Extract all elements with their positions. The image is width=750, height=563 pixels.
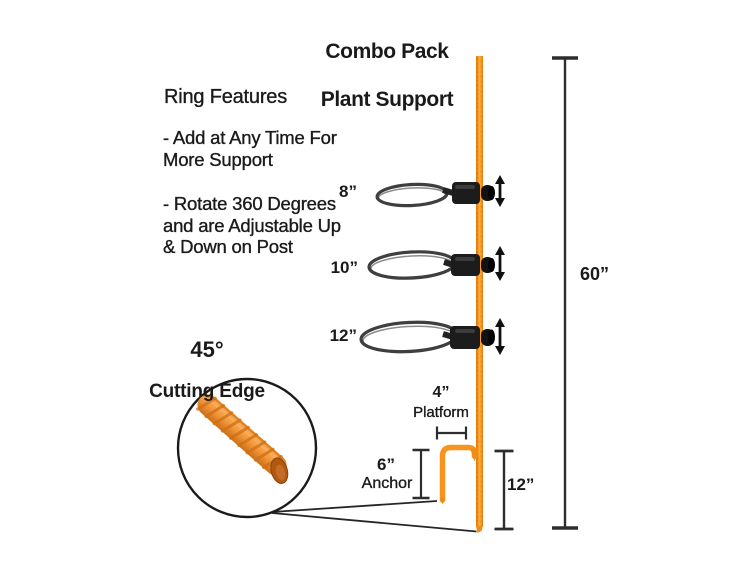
ring-clamp	[442, 326, 495, 349]
ring-features-bullet-2: - Rotate 360 Degrees and are Adjustable …	[163, 193, 341, 257]
ring-size-label-10: 10”	[330, 258, 358, 277]
platform-size-label: 4”	[432, 384, 450, 401]
ring-features-heading: Ring Features	[164, 86, 288, 108]
measure-6in	[412, 448, 430, 500]
ring-10	[367, 250, 457, 280]
measure-4in	[435, 426, 468, 440]
cutting-edge-label: Cutting Edge	[149, 381, 265, 402]
post-cut-tip	[476, 526, 483, 533]
post-height-label: 60”	[580, 264, 610, 284]
product-title-line2: Plant Support	[320, 88, 454, 111]
anchor-text-label: Anchor	[361, 475, 413, 492]
anchor-size-label: 6”	[377, 455, 395, 474]
up-down-arrow-icon	[495, 318, 505, 355]
cutting-edge-detail	[196, 394, 289, 484]
below-ground-label: 12”	[507, 475, 535, 494]
platform-text-label: Platform	[413, 404, 469, 421]
ring-features-bullet-1: - Add at Any Time For More Support	[163, 127, 337, 170]
anchor-pin	[439, 444, 479, 505]
ring-size-label-12: 12”	[329, 326, 357, 345]
ring-size-label-8: 8”	[339, 182, 357, 201]
up-down-arrow-icon	[495, 175, 505, 207]
up-down-arrow-icon	[495, 246, 505, 281]
measure-12in	[494, 449, 514, 531]
product-title-line1: Combo Pack	[325, 40, 449, 63]
ring-8	[375, 182, 449, 208]
anchor-cut-tip	[440, 498, 445, 505]
measure-60in	[552, 56, 578, 530]
support-post	[476, 56, 483, 533]
cutting-edge-angle: 45°	[190, 337, 224, 362]
ring-clamp	[443, 254, 495, 276]
cutting-edge-heading: 45° Cutting Edge	[117, 318, 297, 421]
ring-clamp	[442, 182, 495, 204]
callout-lines	[271, 500, 477, 533]
product-title: Combo Pack Plant Support	[276, 16, 498, 136]
